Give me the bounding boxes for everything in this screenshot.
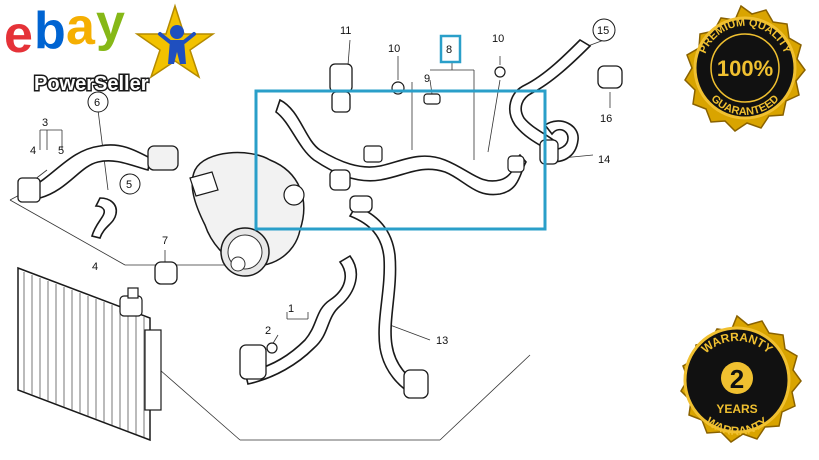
callout-labels: 3 4 5 6 5 4 7 11 10 8 9 10 15 16 14 1 2 …	[30, 18, 616, 347]
callout-9: 9	[424, 73, 430, 85]
hundred-percent-text: 100%	[717, 56, 773, 81]
ebay-letter-b: b	[34, 2, 66, 60]
callout-7: 7	[162, 235, 168, 247]
powerseller-label: PowerSeller	[34, 73, 149, 95]
ebay-powerseller-logo: e b a y PowerSeller	[4, 0, 216, 97]
callout-14: 14	[598, 154, 610, 166]
warranty-number: 2	[730, 364, 744, 394]
person-icon	[170, 25, 184, 39]
callout-4-top: 4	[30, 145, 36, 157]
callout-15: 15	[597, 25, 609, 37]
warranty-seal: WARRANTY 2 YEARS WARRANTY	[680, 314, 802, 443]
radiator	[17, 266, 162, 442]
callout-5: 5	[126, 179, 132, 191]
callout-2: 2	[265, 325, 271, 337]
fittings	[17, 63, 623, 399]
callout-5-top: 5	[58, 145, 64, 157]
part-8-highlight-box	[439, 34, 462, 64]
callout-16: 16	[600, 113, 612, 125]
ebay-letter-a: a	[66, 0, 96, 56]
callout-11: 11	[340, 25, 351, 37]
callout-1: 1	[288, 303, 294, 315]
callout-13: 13	[436, 335, 448, 347]
callout-10-right: 10	[492, 33, 504, 45]
callout-3: 3	[42, 117, 48, 129]
ebay-letter-y: y	[96, 0, 125, 52]
callout-6: 6	[94, 97, 100, 109]
premium-quality-seal: PREMIUM QUALITY 100% GUARANTEED	[684, 4, 806, 132]
leader-lines	[9, 39, 611, 441]
ebay-letter-e: e	[4, 6, 33, 64]
callout-8: 8	[446, 44, 452, 56]
callout-4: 4	[92, 261, 98, 273]
callout-10-left: 10	[388, 43, 400, 55]
highlight-box	[254, 89, 547, 231]
warranty-years: YEARS	[716, 402, 757, 416]
water-pump	[189, 151, 305, 277]
